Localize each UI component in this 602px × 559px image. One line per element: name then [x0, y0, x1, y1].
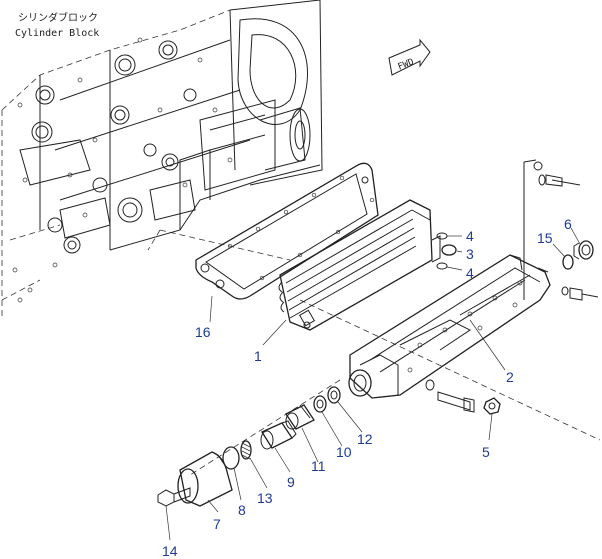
projection-line-a [147, 229, 291, 261]
callout-11: 11 [311, 458, 326, 474]
bolt-5 [425, 379, 475, 413]
callout-14: 14 [162, 543, 178, 559]
fwd-arrow-icon: FWD [388, 38, 431, 76]
o-ring-8 [222, 446, 240, 470]
callout-6: 6 [564, 216, 572, 232]
callout-7: 7 [213, 516, 221, 532]
ring-10 [313, 395, 327, 413]
callout-1: 1 [254, 348, 262, 364]
projection-line-b [299, 299, 601, 441]
o-ring-4a [436, 232, 448, 240]
callout-4-lower: 4 [466, 265, 474, 281]
callout-4-upper: 4 [466, 228, 474, 244]
callout-10: 10 [336, 444, 352, 460]
bolt-14 [157, 487, 191, 507]
cylinder-block-drawing [1, 0, 323, 320]
callout-3: 3 [466, 246, 474, 262]
plug-6 [573, 240, 594, 260]
gasket-16 [195, 162, 379, 300]
nut-5 [483, 397, 501, 415]
bolt-right [561, 286, 599, 301]
o-ring-15 [562, 254, 574, 270]
cylinder-block-japanese-label: シリンダブロック [18, 11, 98, 24]
cylinder-block-english-label: Cylinder Block [15, 28, 99, 39]
ring-12 [327, 386, 341, 404]
oil-cooler-cover-2 [348, 254, 551, 399]
callout-2: 2 [506, 369, 514, 385]
valve-9 [260, 420, 297, 450]
spring-13 [240, 440, 252, 460]
callout-16: 16 [195, 324, 211, 340]
o-ring-4b [436, 262, 448, 270]
sleeve-11 [285, 404, 315, 430]
oil-cooler-core-1 [278, 199, 441, 331]
callout-9: 9 [287, 474, 295, 490]
o-ring-3 [441, 244, 457, 256]
callout-12: 12 [357, 431, 373, 447]
callout-5: 5 [482, 444, 490, 460]
callout-8: 8 [238, 502, 246, 518]
leader-lines [165, 227, 581, 541]
fwd-label: FWD [397, 57, 416, 72]
callout-15: 15 [537, 230, 553, 246]
callout-13: 13 [257, 490, 273, 506]
bolt-upper-right [523, 159, 581, 300]
